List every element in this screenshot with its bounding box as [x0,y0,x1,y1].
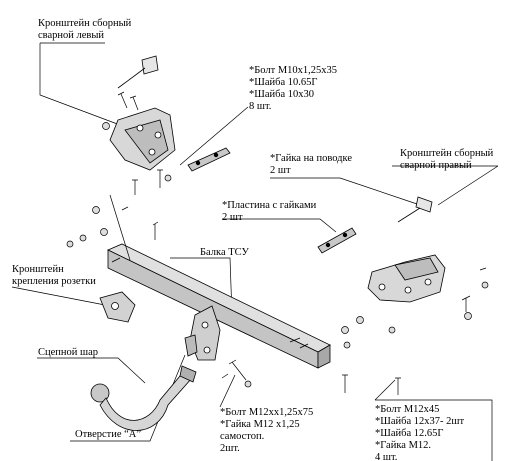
beam-mount-bracket [184,305,221,361]
tow-beam [107,243,331,369]
left-bracket-tag [117,55,159,89]
label-tow-ball: Сцепной шар [38,347,99,358]
label-beam: Балка ТСУ [200,247,249,258]
plate-with-nuts-mid [317,227,357,254]
label-plate-nuts: *Пластина с гайками 2 шт [222,200,317,223]
label-socket-bracket: Кронштейн крепления розетки [12,264,96,287]
label-bracket-right: Кронштейн сборный сварной правый [400,148,494,171]
left-bolts [66,91,172,261]
label-bolts-m12-right: *Болт М12х45 *Шайба 12х37- 2шт *Шайба 12… [375,404,465,461]
label-bolts-m10: *Болт М10х1,25х35 *Шайба 10.65Г *Шайба 1… [249,65,338,112]
bottom-bolts [221,267,489,395]
label-hole-a: Отверстие “А” [75,429,142,440]
tow-ball [90,365,197,431]
label-bolts-m12-left: *Болт М12хх1,25х75 *Гайка М12 х1,25 само… [220,407,314,454]
right-bracket-tag [397,196,433,223]
left-bracket [109,107,176,171]
label-nut-leash: *Гайка на поводке 2 шт [270,153,353,176]
leader-lines [11,42,499,461]
label-bracket-left: Кронштейн сборный сварной левый [38,18,132,41]
right-bracket [367,254,446,303]
socket-bracket [99,291,136,323]
plate-with-nuts-top [187,147,231,172]
